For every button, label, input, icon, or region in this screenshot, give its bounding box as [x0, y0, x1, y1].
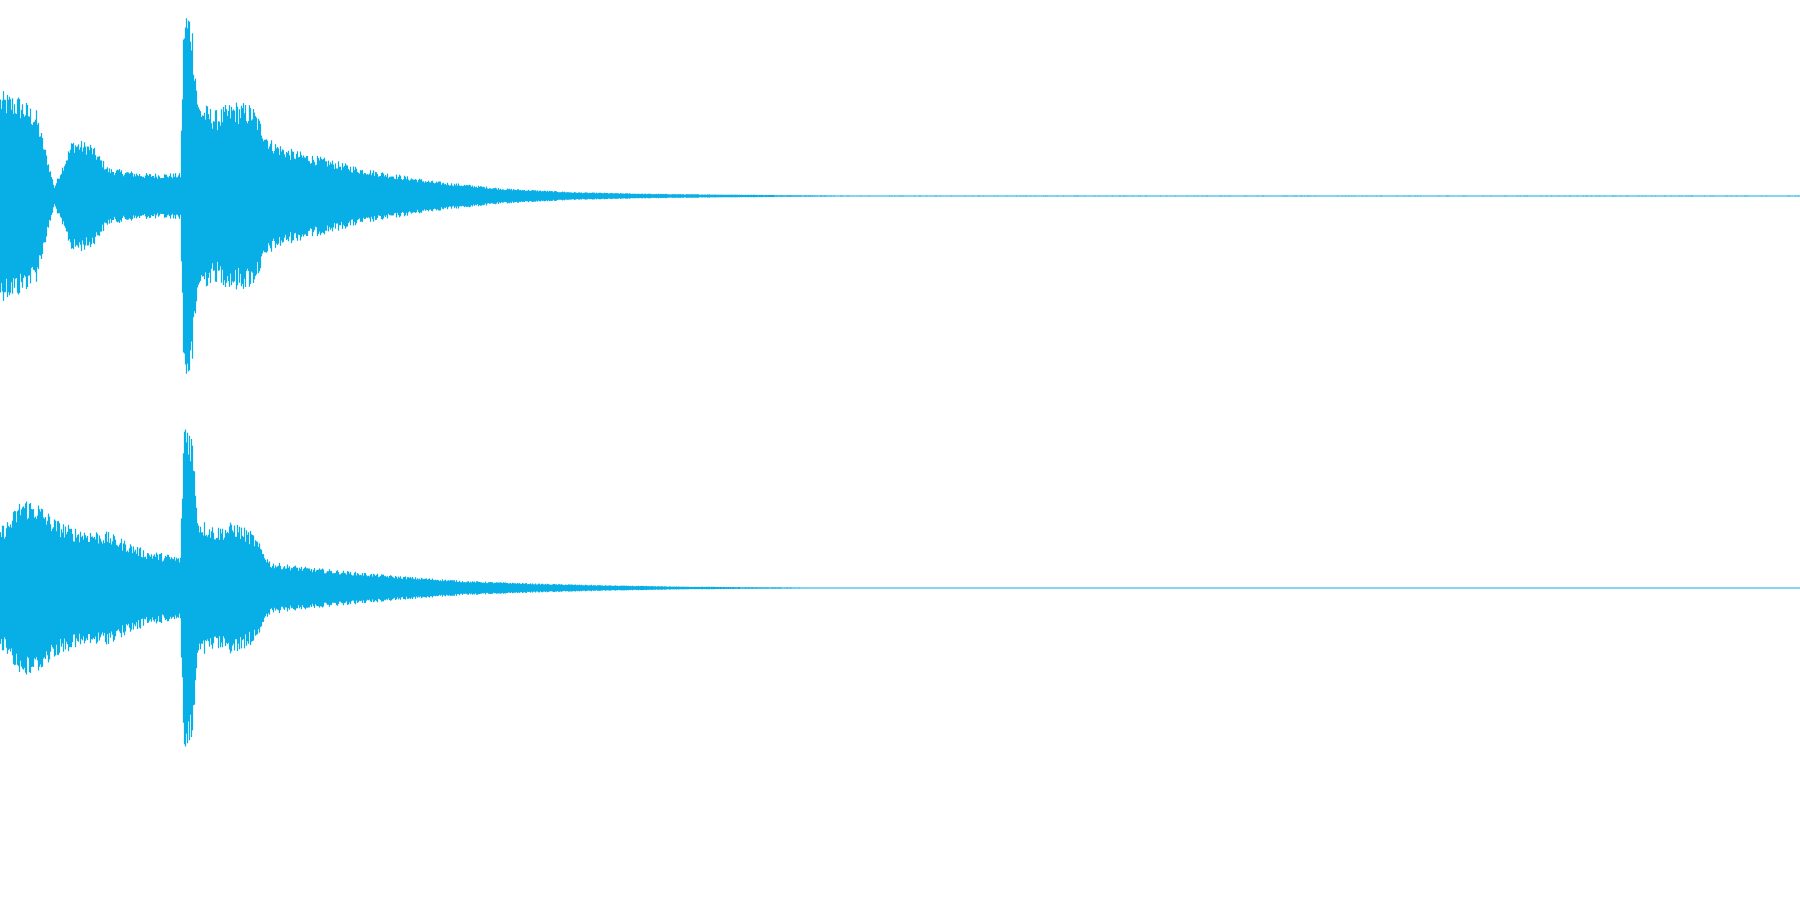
- waveform-channel-top: [0, 18, 1800, 374]
- waveform-channel-bottom: [0, 429, 1800, 747]
